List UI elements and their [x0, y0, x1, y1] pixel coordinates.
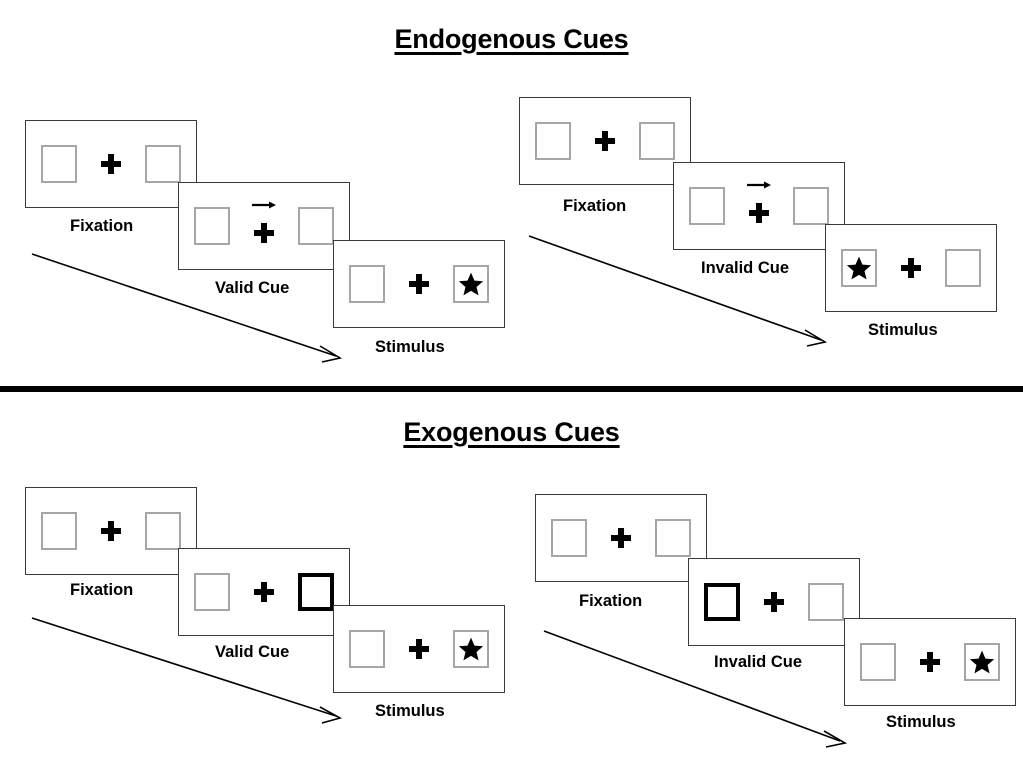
frame-caption-valid-cue: Valid Cue [215, 279, 290, 297]
section-divider [0, 386, 1023, 392]
frame-content [826, 225, 996, 311]
fixation-cross-icon [101, 154, 121, 174]
time-flow-arrow-endogenous-invalid [528, 235, 828, 347]
fixation-cross-icon [764, 592, 784, 612]
center-column [737, 178, 781, 234]
trial-frame-exogenous-invalid-fixation [535, 494, 707, 582]
fixation-cross-icon [409, 639, 429, 659]
fixation-cross-icon [254, 223, 274, 243]
trial-frame-exogenous-valid-cue [178, 548, 350, 636]
frame-caption-invalid-cue: Invalid Cue [701, 259, 790, 277]
left-placeholder-box [535, 122, 571, 160]
fixation-cross-icon [254, 582, 274, 602]
right-placeholder-box [655, 519, 691, 557]
time-flow-arrow-endogenous-valid [31, 253, 343, 363]
left-placeholder-box [41, 512, 77, 550]
frame-caption-fixation: Fixation [579, 592, 643, 610]
center-column [89, 503, 133, 559]
trial-frame-endogenous-valid-cue [178, 182, 350, 270]
frame-content [674, 163, 844, 249]
left-placeholder-box [349, 630, 385, 668]
frame-content [520, 98, 690, 184]
center-column [599, 510, 643, 566]
frame-caption-stimulus: Stimulus [375, 338, 445, 356]
frame-content [845, 619, 1015, 705]
center-column [397, 621, 441, 677]
right-placeholder-box [145, 145, 181, 183]
star-icon [458, 637, 484, 661]
frame-content [26, 121, 196, 207]
frame-caption-invalid-cue: Invalid Cue [714, 653, 803, 671]
fixation-cross-icon [920, 652, 940, 672]
center-column [889, 240, 933, 296]
time-flow-arrow-exogenous-invalid [543, 630, 848, 748]
left-placeholder-box [194, 573, 230, 611]
frame-caption-stimulus: Stimulus [868, 321, 938, 339]
center-column [242, 564, 286, 620]
arrow-right-icon [747, 181, 771, 189]
trial-frame-endogenous-invalid-fixation [519, 97, 691, 185]
frame-content [689, 559, 859, 645]
star-icon [969, 650, 995, 674]
frame-caption-stimulus: Stimulus [886, 713, 956, 731]
trial-frame-exogenous-valid-fixation [25, 487, 197, 575]
page-title-endogenous: Endogenous Cues [394, 24, 629, 54]
frame-caption-stimulus: Stimulus [375, 702, 445, 720]
frame-caption-fixation: Fixation [563, 197, 627, 215]
center-column [242, 198, 286, 254]
frame-content [179, 183, 349, 269]
right-target-box [453, 265, 489, 303]
trial-frame-endogenous-valid-fixation [25, 120, 197, 208]
left-placeholder-box [689, 187, 725, 225]
left-placeholder-box [860, 643, 896, 681]
fixation-cross-icon [749, 203, 769, 223]
star-icon [846, 256, 872, 280]
center-column [89, 136, 133, 192]
right-placeholder-box [808, 583, 844, 621]
left-cue-box-highlighted [704, 583, 740, 621]
trial-frame-endogenous-invalid-cue [673, 162, 845, 250]
right-placeholder-box [145, 512, 181, 550]
left-placeholder-box [41, 145, 77, 183]
fixation-cross-icon [595, 131, 615, 151]
right-placeholder-box [945, 249, 981, 287]
fixation-cross-icon [409, 274, 429, 294]
frame-caption-fixation: Fixation [70, 217, 134, 235]
frame-caption-fixation: Fixation [70, 581, 134, 599]
time-flow-arrow-exogenous-valid [31, 617, 343, 724]
frame-caption-valid-cue: Valid Cue [215, 643, 290, 661]
fixation-cross-icon [611, 528, 631, 548]
center-column [583, 113, 627, 169]
right-placeholder-box [298, 207, 334, 245]
page-title-exogenous: Exogenous Cues [403, 417, 620, 447]
arrow-right-icon [252, 201, 276, 209]
center-column [908, 634, 952, 690]
trial-frame-endogenous-invalid-stimulus [825, 224, 997, 312]
frame-content [536, 495, 706, 581]
frame-content [26, 488, 196, 574]
center-column [397, 256, 441, 312]
trial-frame-exogenous-invalid-cue [688, 558, 860, 646]
right-target-box [964, 643, 1000, 681]
star-icon [458, 272, 484, 296]
fixation-cross-icon [101, 521, 121, 541]
left-placeholder-box [194, 207, 230, 245]
right-placeholder-box [639, 122, 675, 160]
left-target-box [841, 249, 877, 287]
fixation-cross-icon [901, 258, 921, 278]
center-column [752, 574, 796, 630]
left-placeholder-box [349, 265, 385, 303]
left-placeholder-box [551, 519, 587, 557]
trial-frame-exogenous-valid-stimulus [333, 605, 505, 693]
trial-frame-exogenous-invalid-stimulus [844, 618, 1016, 706]
trial-frame-endogenous-valid-stimulus [333, 240, 505, 328]
right-placeholder-box [793, 187, 829, 225]
right-cue-box-highlighted [298, 573, 334, 611]
frame-content [334, 606, 504, 692]
right-target-box [453, 630, 489, 668]
frame-content [179, 549, 349, 635]
frame-content [334, 241, 504, 327]
